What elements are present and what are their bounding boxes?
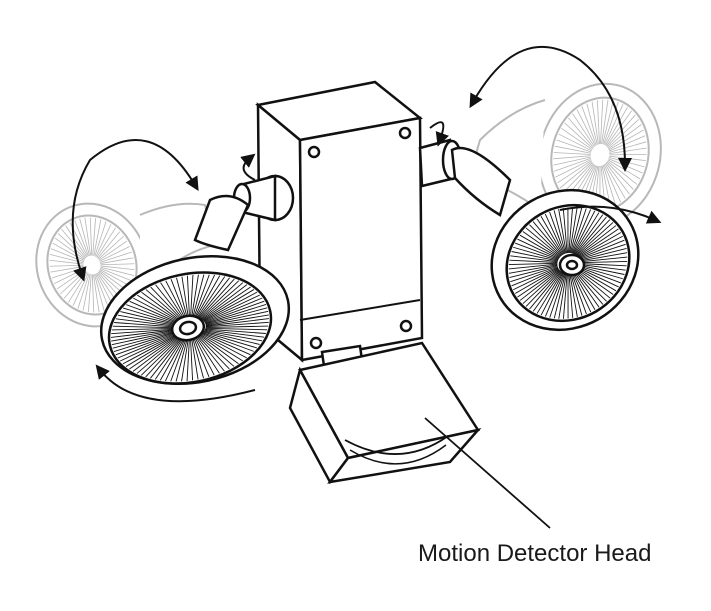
callout-label-motion-detector-head: Motion Detector Head bbox=[418, 540, 651, 568]
callout-leader-line bbox=[425, 418, 550, 528]
motion-detector-head bbox=[290, 343, 478, 482]
reflector-spoke bbox=[609, 154, 646, 155]
